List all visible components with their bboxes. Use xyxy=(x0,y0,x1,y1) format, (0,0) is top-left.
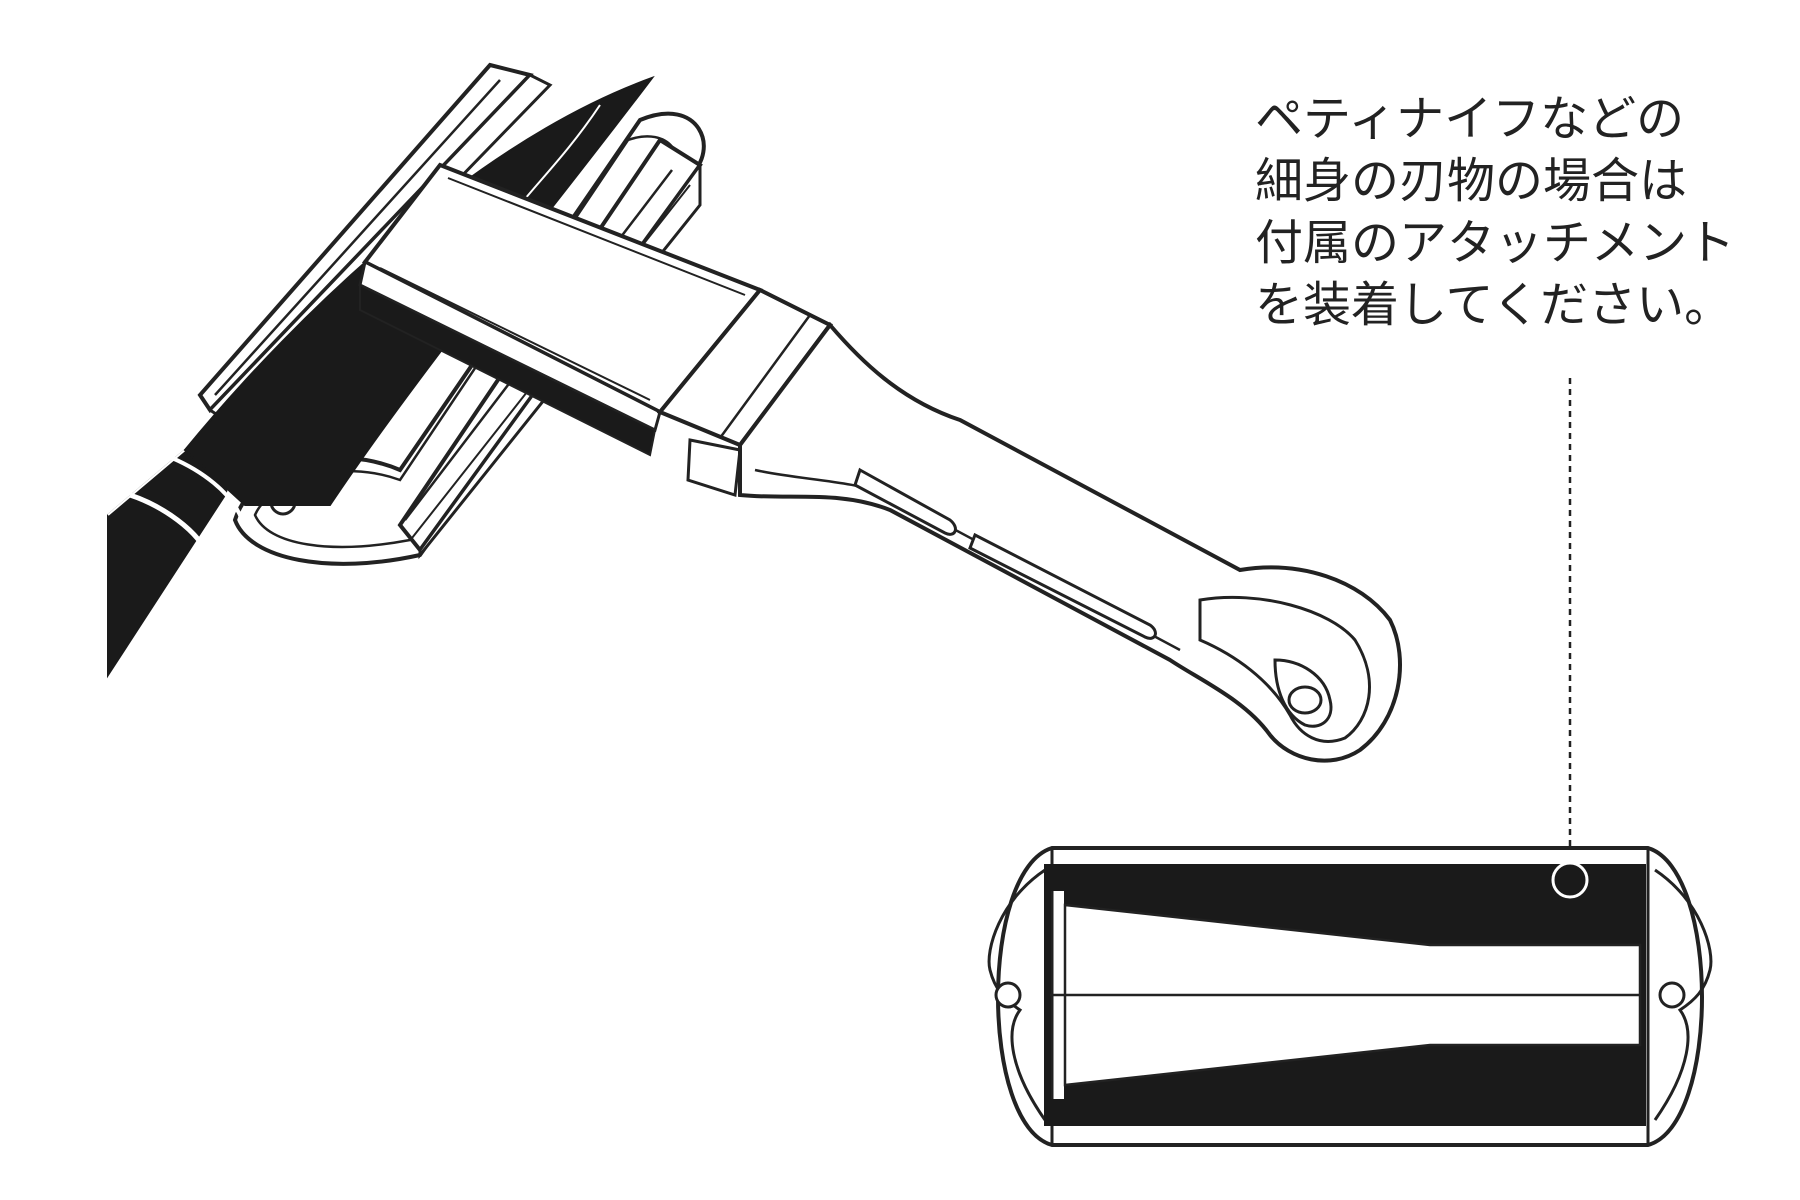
caption-line-3: 付属のアタッチメント xyxy=(1255,215,1736,271)
handle-collar xyxy=(656,287,834,497)
caption-line-2: 細身の刃物の場合は xyxy=(1255,153,1688,209)
sharpener-grip-handle xyxy=(738,321,1402,763)
attachment-callout-marker xyxy=(1551,861,1589,899)
attachment-right-screw-hole xyxy=(1658,981,1686,1009)
caption-line-1: ペティナイフなどの xyxy=(1255,91,1685,147)
attachment-inset xyxy=(987,846,1713,1147)
caption-line-4: を装着してください。 xyxy=(1255,277,1733,333)
attachment-instruction-caption: ペティナイフなどの 細身の刃物の場合は 付属のアタッチメント を装着してください… xyxy=(1255,88,1735,336)
attachment-left-screw-hole xyxy=(994,981,1022,1009)
sharpener-housing xyxy=(358,162,764,457)
